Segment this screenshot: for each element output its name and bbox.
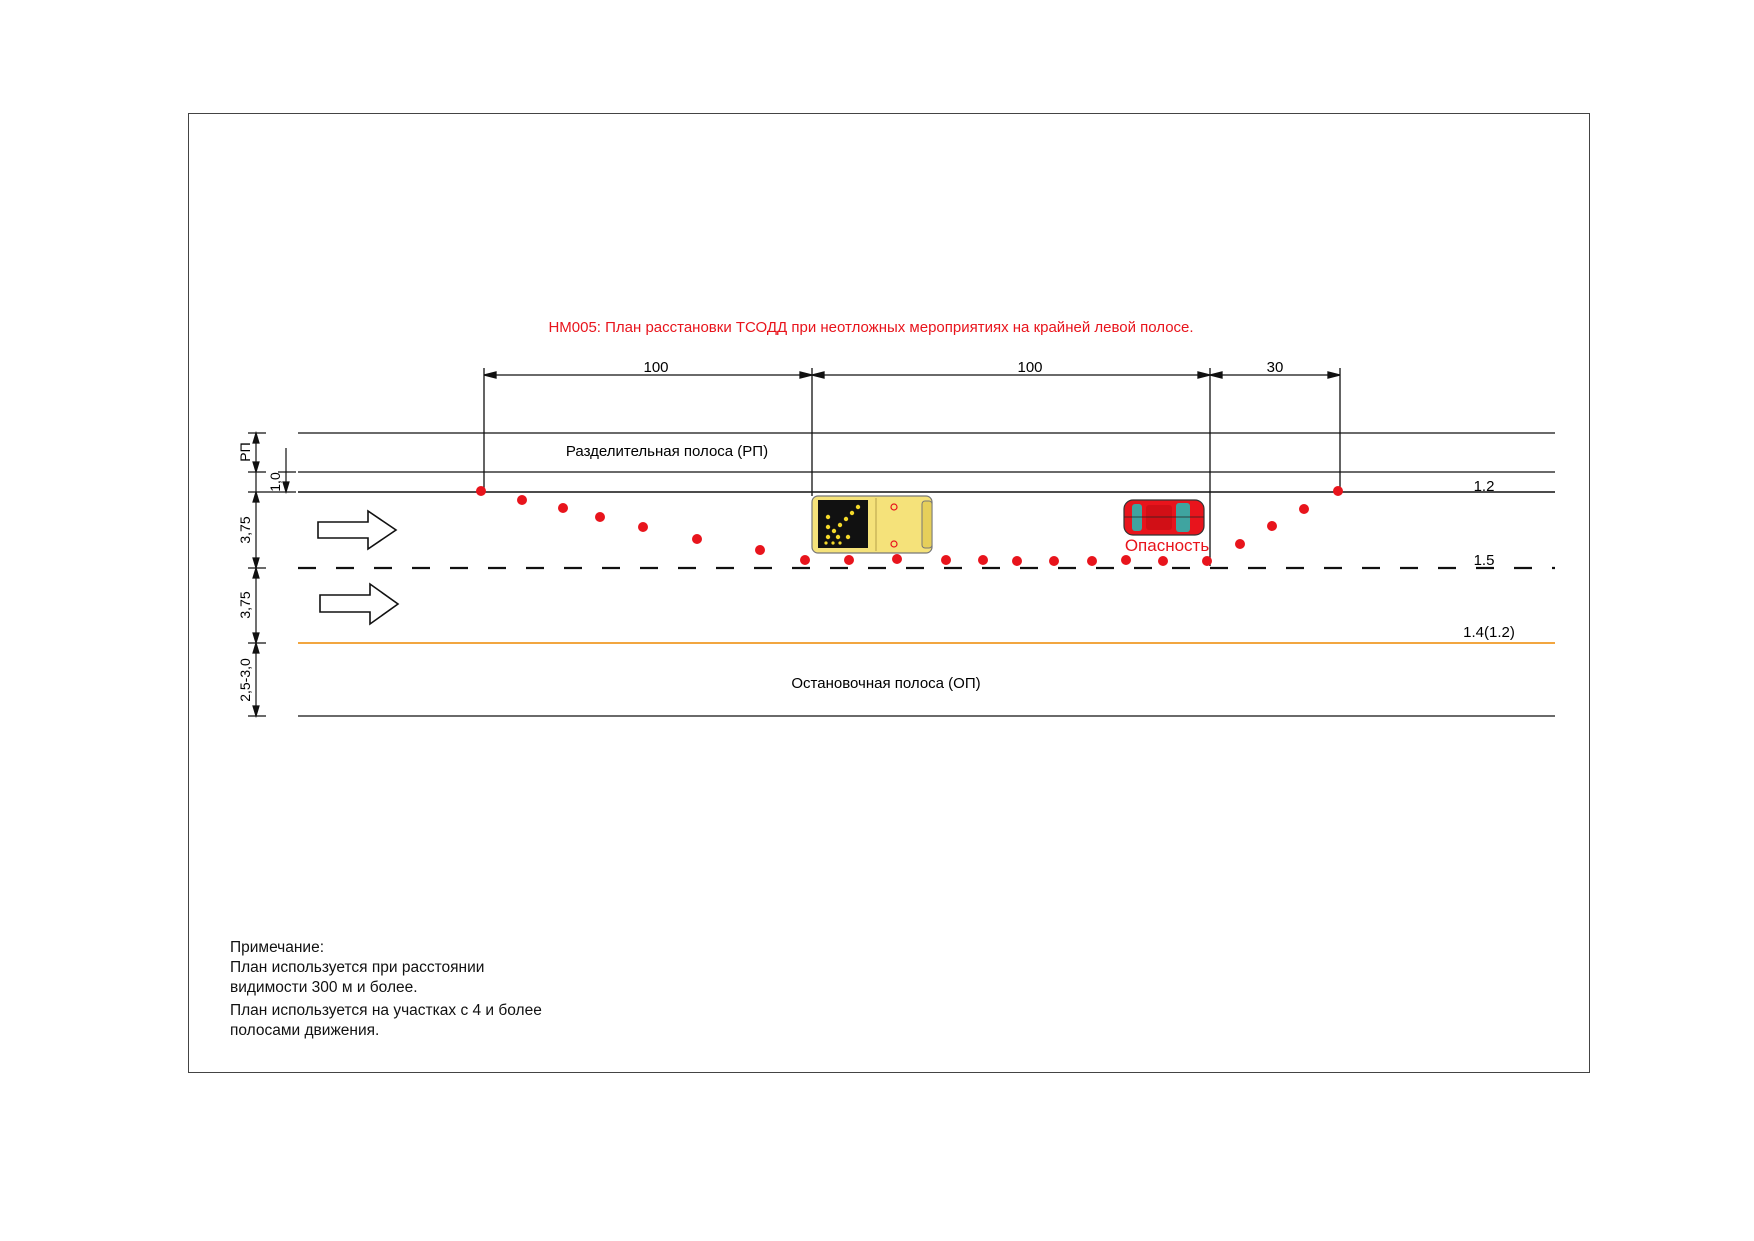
note-line-1: План используется при расстоянии xyxy=(230,959,485,976)
traffic-cone-icon xyxy=(1202,556,1212,566)
left-dim-shoulder: 2,5-3,0 xyxy=(237,658,253,702)
marking-code-edge: 1.2 xyxy=(1474,478,1495,495)
left-dim-offset: 1,0 xyxy=(267,472,283,492)
shoulder-zone-label: Остановочная полоса (ОП) xyxy=(791,675,980,692)
dimension-label-1: 100 xyxy=(643,359,668,376)
marking-code-shoulder: 1.4(1.2) xyxy=(1463,624,1515,641)
note-line-2: видимости 300 м и более. xyxy=(230,979,418,996)
arrow-board-icon xyxy=(818,500,868,548)
left-dim-lane2: 3,75 xyxy=(237,591,253,618)
traffic-cone-icon xyxy=(1158,556,1168,566)
damaged-car-icon xyxy=(1123,499,1205,536)
drawing-frame xyxy=(188,113,1590,1073)
traffic-cone-icon xyxy=(755,545,765,555)
traffic-cone-icon xyxy=(1235,539,1245,549)
traffic-cone-icon xyxy=(941,555,951,565)
dimension-label-3: 30 xyxy=(1267,359,1284,376)
dimension-chain xyxy=(483,368,1341,566)
median-zone-label: Разделительная полоса (РП) xyxy=(566,443,768,460)
traffic-cone-icon xyxy=(1267,521,1277,531)
hazard-label: Опасность xyxy=(1125,536,1210,555)
traffic-cone-icon xyxy=(692,534,702,544)
traffic-arrow-icon xyxy=(319,582,400,626)
traffic-cone-icon xyxy=(1121,555,1131,565)
left-dim-lane1: 3,75 xyxy=(237,516,253,543)
note-heading: Примечание: xyxy=(230,939,325,956)
traffic-cone-icon xyxy=(978,555,988,565)
scheme-title: НМ005: План расстановки ТСОДД при неотло… xyxy=(548,319,1193,336)
traffic-arrow-icon xyxy=(317,509,398,551)
traffic-cone-icon xyxy=(1299,504,1309,514)
cone-taper xyxy=(476,486,1343,566)
traffic-cone-icon xyxy=(1049,556,1059,566)
traffic-cone-icon xyxy=(844,555,854,565)
traffic-cone-icon xyxy=(800,555,810,565)
traffic-cone-icon xyxy=(892,554,902,564)
note-line-3: План используется на участках с 4 и боле… xyxy=(230,1002,542,1019)
note-line-4: полосами движения. xyxy=(230,1022,380,1039)
dimension-label-2: 100 xyxy=(1017,359,1042,376)
left-dim-median: РП xyxy=(237,442,253,461)
traffic-cone-icon xyxy=(1012,556,1022,566)
traffic-cone-icon xyxy=(1333,486,1343,496)
traffic-cone-icon xyxy=(1087,556,1097,566)
traffic-cone-icon xyxy=(558,503,568,513)
left-dimension-chain xyxy=(248,430,296,719)
traffic-cone-icon xyxy=(595,512,605,522)
traffic-cone-icon xyxy=(476,486,486,496)
road-lines xyxy=(298,432,1555,717)
traffic-cone-icon xyxy=(517,495,527,505)
traffic-cone-icon xyxy=(638,522,648,532)
road-works-vehicle-icon xyxy=(811,495,933,554)
marking-code-lane: 1.5 xyxy=(1474,552,1495,569)
